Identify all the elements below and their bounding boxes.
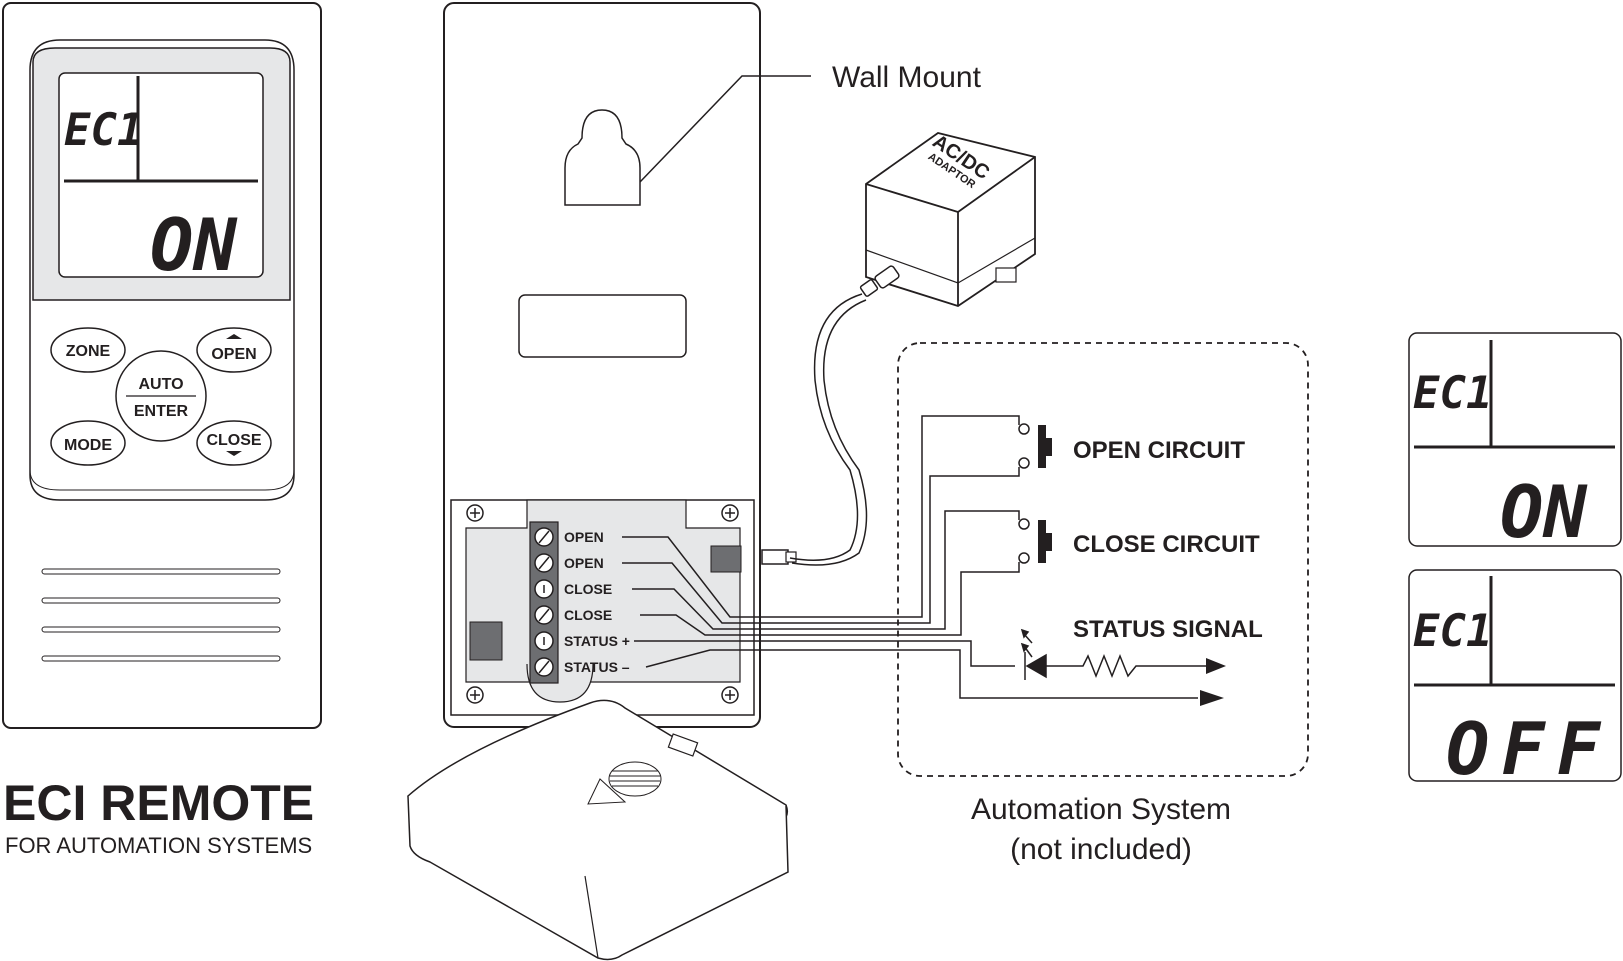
auto-label: AUTO <box>138 376 183 393</box>
display-on-state: ON <box>1500 470 1588 554</box>
resistor-icon <box>1046 653 1208 679</box>
down-arrow-icon <box>226 451 242 456</box>
speaker-grille-icon <box>608 761 662 797</box>
wall-mount-label: Wall Mount <box>832 61 982 94</box>
mode-button-label: MODE <box>64 437 112 454</box>
terminal-label-open-2: OPEN <box>564 555 604 571</box>
display-off-example: EC1 OFF <box>1408 569 1622 791</box>
automation-system-boundary <box>897 342 1309 777</box>
terminal-label-close-1: CLOSE <box>564 581 612 597</box>
arrow-icon <box>1206 658 1226 674</box>
open-circuit-switch-icon <box>1018 423 1052 469</box>
status-signal-label: STATUS SIGNAL <box>1073 616 1263 643</box>
enter-label: ENTER <box>134 403 189 420</box>
terminal-block <box>529 521 559 684</box>
close-button-label: CLOSE <box>206 432 261 449</box>
terminal-label-open-1: OPEN <box>564 529 604 545</box>
corner-screw-icon <box>466 504 739 704</box>
terminal-label-status-plus: STATUS + <box>564 633 630 649</box>
terminal-labels: OPEN OPEN CLOSE CLOSE STATUS + STATUS – <box>564 529 630 675</box>
remote-lcd-zone: EC1 <box>64 105 143 156</box>
zone-button[interactable]: ZONE <box>50 327 126 373</box>
terminal-label-status-minus: STATUS – <box>564 659 630 675</box>
receiver-window <box>518 294 687 358</box>
remote-control: EC1 ON ZONE OPEN AUTO ENTER MODE CLOSE <box>2 2 322 858</box>
open-button[interactable]: OPEN <box>196 327 272 373</box>
auto-enter-button[interactable]: AUTO ENTER <box>115 350 207 442</box>
control-wires <box>622 415 1198 699</box>
automation-caption-line1: Automation System <box>971 793 1231 826</box>
rf-transmitter-puck <box>407 699 789 961</box>
ac-dc-adaptor: AC/DC ADAPTOR <box>789 131 1036 566</box>
power-cord <box>789 293 863 561</box>
automation-system: OPEN CIRCUIT CLOSE CIRCUIT STATUS SIGNAL… <box>897 342 1309 866</box>
remote-title: ECI REMOTE <box>3 775 314 831</box>
remote-lcd-state: ON <box>150 203 238 287</box>
close-button[interactable]: CLOSE <box>196 420 272 466</box>
triangle-icon <box>587 778 627 805</box>
display-on-example: EC1 ON <box>1408 332 1622 554</box>
mode-button[interactable]: MODE <box>50 420 126 466</box>
receiver-unit: Wall Mount OPEN OPEN CLOSE <box>443 2 1198 728</box>
status-led-icon <box>1020 628 1047 680</box>
arrow-icon <box>1200 690 1224 706</box>
close-circuit-switch-icon <box>1018 518 1052 564</box>
zone-button-label: ZONE <box>66 343 111 360</box>
close-circuit-label: CLOSE CIRCUIT <box>1073 531 1260 558</box>
display-on-zone: EC1 <box>1413 368 1492 419</box>
up-arrow-icon <box>226 334 242 339</box>
remote-subtitle: FOR AUTOMATION SYSTEMS <box>5 833 312 858</box>
remote-lcd <box>58 72 264 278</box>
remote-grille <box>41 568 281 662</box>
open-button-label: OPEN <box>211 346 256 363</box>
open-circuit-label: OPEN CIRCUIT <box>1073 437 1245 464</box>
adaptor-plug <box>859 265 900 297</box>
automation-caption-line2: (not included) <box>1010 833 1192 866</box>
terminal-screws <box>534 527 554 677</box>
terminal-label-close-2: CLOSE <box>564 607 612 623</box>
wall-mount-keyhole-icon <box>564 109 641 206</box>
display-off-zone: EC1 <box>1413 606 1492 657</box>
display-off-state: OFF <box>1446 707 1612 791</box>
